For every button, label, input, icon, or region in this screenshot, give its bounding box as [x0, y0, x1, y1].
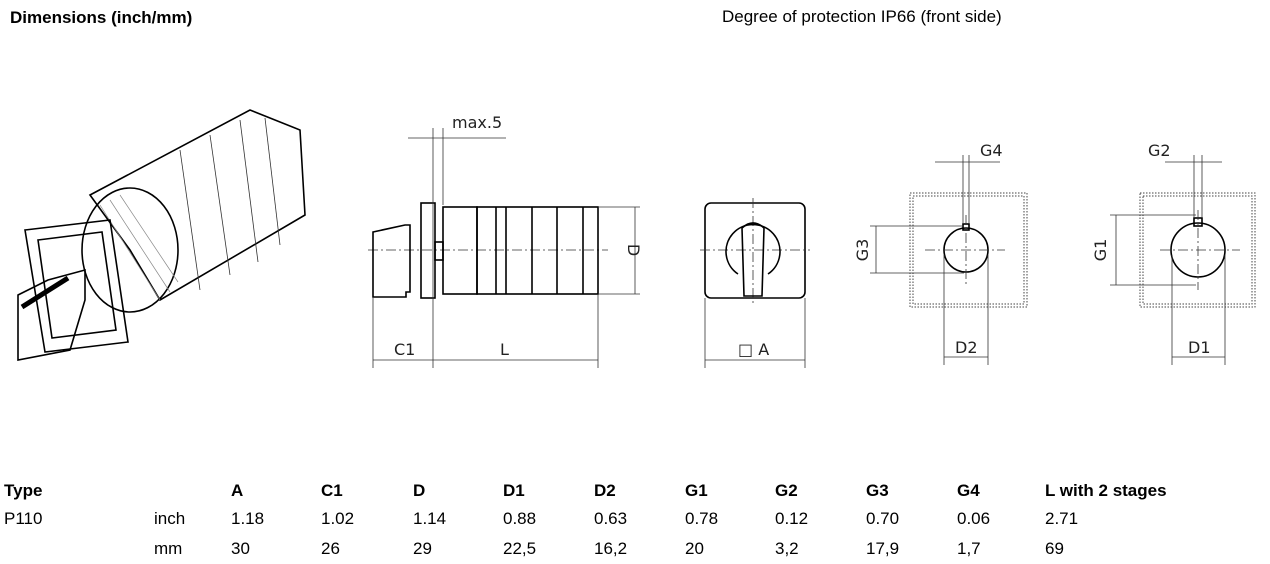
- header-cell: G1: [685, 481, 708, 500]
- table-cell: 1.18: [231, 509, 265, 528]
- header-cell: [154, 478, 231, 504]
- panel-cutout-d2: G3 G4 D2: [853, 141, 1028, 365]
- max-label: max.5: [452, 113, 502, 132]
- header-cell: L with 2 stages: [1045, 481, 1167, 500]
- table-cell: 17,9: [866, 539, 900, 558]
- d1-label: D1: [1188, 338, 1211, 357]
- table-cell: 22,5: [503, 539, 537, 558]
- page-title: Dimensions (inch/mm): [10, 8, 193, 27]
- table-cell: 1.14: [413, 509, 447, 528]
- table-cell: 2.71: [1045, 509, 1079, 528]
- table-cell: 26: [321, 539, 340, 558]
- d2-label: D2: [955, 338, 978, 357]
- table-row: mm 30 26 29 22,5 16,2 20 3,2 17,9 1,7 69: [4, 534, 1215, 564]
- table-cell: mm: [154, 539, 183, 558]
- header-cell: G4: [957, 481, 980, 500]
- panel-cutout-d1: G1 G2 D1: [1091, 141, 1256, 365]
- side-view: max.5 D C1 L: [368, 113, 643, 368]
- table-cell: 16,2: [594, 539, 628, 558]
- d-label: D: [624, 244, 643, 256]
- table-cell: 1.02: [321, 509, 355, 528]
- c1-label: C1: [394, 340, 415, 359]
- table-cell: 0.78: [685, 509, 719, 528]
- header-cell: Type: [4, 481, 43, 500]
- header-cell: A: [231, 481, 244, 500]
- header-cell: C1: [321, 481, 343, 500]
- table-cell: [4, 534, 154, 564]
- a-label: □ A: [738, 340, 769, 359]
- table-cell: 0.70: [866, 509, 900, 528]
- front-view: □ A: [700, 198, 810, 368]
- table-cell: P110: [4, 509, 43, 528]
- g2-label: G2: [1148, 141, 1171, 160]
- table-cell: 0.63: [594, 509, 628, 528]
- switch-3d-view: [17, 109, 306, 361]
- header-cell: D2: [594, 481, 616, 500]
- l-label: L: [500, 340, 509, 359]
- g1-label: G1: [1091, 239, 1110, 262]
- header-cell: D1: [503, 481, 525, 500]
- table-cell: 1,7: [957, 539, 981, 558]
- header-cell: D: [413, 481, 426, 500]
- table-cell: 0.12: [775, 509, 809, 528]
- table-header-row: Type A C1 D D1 D2 G1 G2 G3 G4 L with 2 s…: [4, 478, 1215, 504]
- table-cell: 3,2: [775, 539, 799, 558]
- table-cell: 20: [685, 539, 704, 558]
- header-cell: G2: [775, 481, 798, 500]
- table-cell: 30: [231, 539, 250, 558]
- table-cell: 29: [413, 539, 432, 558]
- table-cell: 0.06: [957, 509, 991, 528]
- table-row: P110 inch 1.18 1.02 1.14 0.88 0.63 0.78 …: [4, 504, 1215, 534]
- protection-note: Degree of protection IP66 (front side): [722, 7, 1002, 26]
- header-cell: G3: [866, 481, 889, 500]
- g4-label: G4: [980, 141, 1003, 160]
- dimension-drawings: max.5 D C1 L □ A G3 G4 D2: [17, 109, 1256, 368]
- table-cell: inch: [154, 509, 186, 528]
- dimensions-table: Type A C1 D D1 D2 G1 G2 G3 G4 L with 2 s…: [4, 478, 1215, 564]
- table-cell: 69: [1045, 539, 1064, 558]
- table-cell: 0.88: [503, 509, 537, 528]
- g3-label: G3: [853, 239, 872, 262]
